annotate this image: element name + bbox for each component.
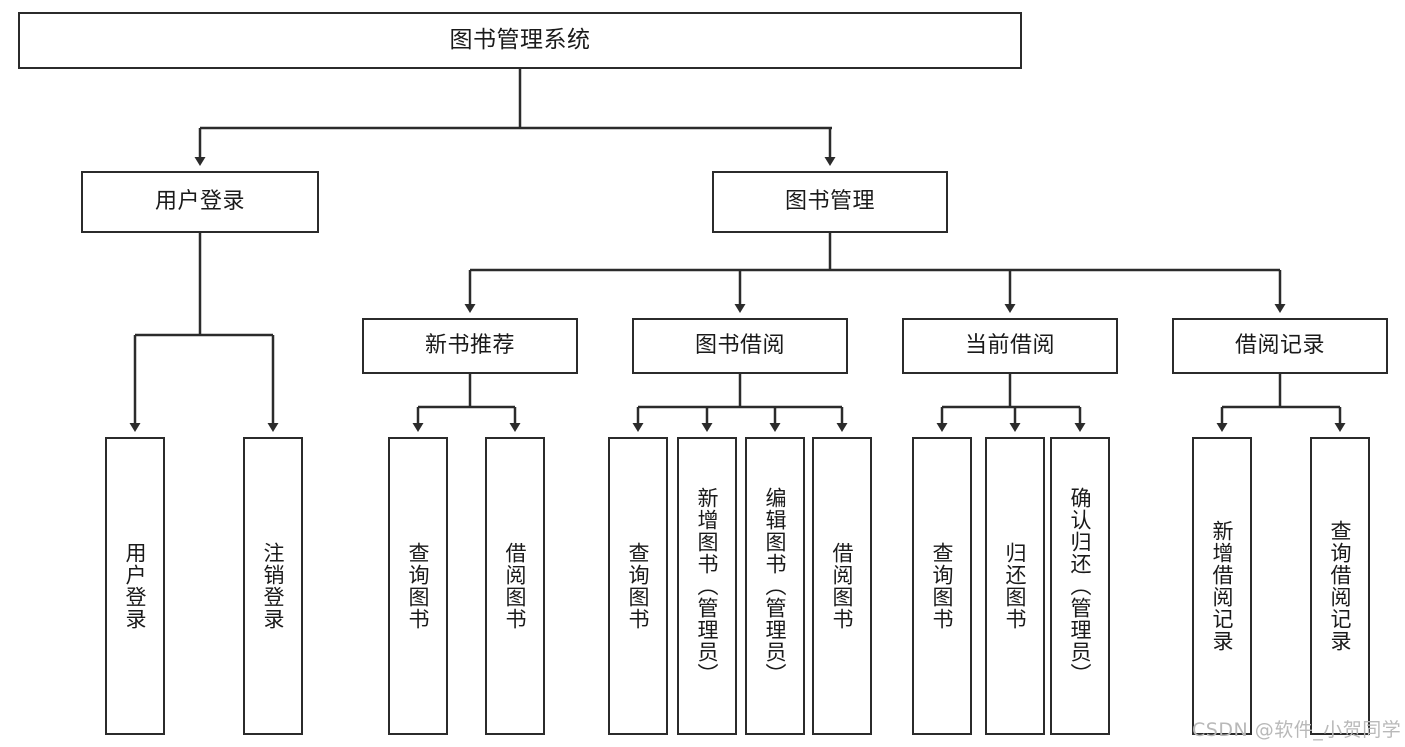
node-leaf-new-query-book[interactable]: 查询图书 <box>388 437 448 735</box>
edges-record-to-leaves <box>1216 374 1346 432</box>
node-leaf-record-query-label: 查询借阅记录 <box>1328 520 1353 652</box>
node-leaf-record-query[interactable]: 查询借阅记录 <box>1310 437 1370 735</box>
node-borrow-record[interactable]: 借阅记录 <box>1172 318 1388 374</box>
node-leaf-borrow-edit-book[interactable]: 编辑图书（管理员） <box>745 437 805 735</box>
edges-borrow-to-leaves <box>632 374 848 432</box>
node-root[interactable]: 图书管理系统 <box>18 12 1022 69</box>
node-book-borrow[interactable]: 图书借阅 <box>632 318 848 374</box>
node-leaf-new-borrow-book-label: 借阅图书 <box>503 542 528 630</box>
node-root-label: 图书管理系统 <box>449 26 591 53</box>
node-book-management-module-label: 图书管理 <box>784 189 875 215</box>
node-user-login-module-label: 用户登录 <box>154 189 245 215</box>
node-leaf-borrow-borrow-book-label: 借阅图书 <box>830 542 855 630</box>
node-new-book-recommend[interactable]: 新书推荐 <box>362 318 578 374</box>
node-leaf-user-login[interactable]: 用户登录 <box>105 437 165 735</box>
edges-user-to-leaves <box>129 233 279 432</box>
node-leaf-user-logout[interactable]: 注销登录 <box>243 437 303 735</box>
node-leaf-current-return-book[interactable]: 归还图书 <box>985 437 1045 735</box>
node-borrow-record-label: 借阅记录 <box>1234 333 1325 359</box>
node-leaf-record-add-label: 新增借阅记录 <box>1210 520 1235 652</box>
edges-newbook-to-leaves <box>412 374 521 432</box>
node-leaf-borrow-edit-book-label: 编辑图书（管理员） <box>763 487 788 685</box>
node-leaf-new-borrow-book[interactable]: 借阅图书 <box>485 437 545 735</box>
node-current-borrow[interactable]: 当前借阅 <box>902 318 1118 374</box>
node-new-book-recommend-label: 新书推荐 <box>424 333 515 359</box>
node-book-borrow-label: 图书借阅 <box>694 333 785 359</box>
node-user-login-module[interactable]: 用户登录 <box>81 171 319 233</box>
node-book-management-module[interactable]: 图书管理 <box>712 171 948 233</box>
node-leaf-borrow-borrow-book[interactable]: 借阅图书 <box>812 437 872 735</box>
edges-root-to-level2 <box>194 69 836 166</box>
node-leaf-current-query-book-label: 查询图书 <box>930 542 955 630</box>
node-leaf-new-query-book-label: 查询图书 <box>406 542 431 630</box>
node-leaf-current-confirm-return-label: 确认归还（管理员） <box>1068 487 1093 685</box>
csdn-watermark: CSDN @软件_小贺同学 <box>1192 719 1402 741</box>
node-leaf-borrow-add-book-label: 新增图书（管理员） <box>695 487 720 685</box>
edges-current-to-leaves <box>936 374 1086 432</box>
node-leaf-user-login-label: 用户登录 <box>123 542 148 630</box>
node-leaf-borrow-add-book[interactable]: 新增图书（管理员） <box>677 437 737 735</box>
node-leaf-record-add[interactable]: 新增借阅记录 <box>1192 437 1252 735</box>
node-leaf-borrow-query-book-label: 查询图书 <box>626 542 651 630</box>
node-leaf-current-query-book[interactable]: 查询图书 <box>912 437 972 735</box>
node-current-borrow-label: 当前借阅 <box>964 333 1055 359</box>
edges-book-to-level3 <box>464 233 1286 313</box>
node-leaf-current-confirm-return[interactable]: 确认归还（管理员） <box>1050 437 1110 735</box>
node-leaf-current-return-book-label: 归还图书 <box>1003 542 1028 630</box>
node-leaf-user-logout-label: 注销登录 <box>261 542 286 630</box>
node-leaf-borrow-query-book[interactable]: 查询图书 <box>608 437 668 735</box>
